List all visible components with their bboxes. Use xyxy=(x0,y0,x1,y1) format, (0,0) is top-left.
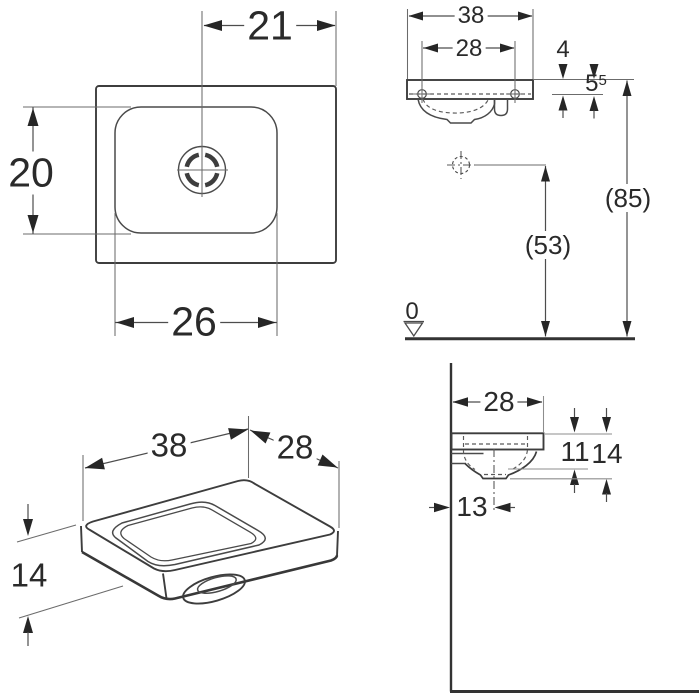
overflow-tab xyxy=(493,99,509,117)
dim-28-perspective xyxy=(249,429,340,528)
dim-label-85: (85) xyxy=(601,184,655,212)
dim-label-20: 20 xyxy=(5,151,57,195)
dim-label-5-5: 55 xyxy=(585,72,607,96)
bowl-outline xyxy=(114,106,278,234)
counter-outline xyxy=(95,85,337,264)
dim-label-38-front: 38 xyxy=(454,3,488,29)
rim-side-outline xyxy=(450,432,545,451)
dim-label-14-side: 14 xyxy=(591,438,623,469)
dim-label-28-side: 28 xyxy=(480,387,518,417)
floor-datum-icon xyxy=(403,320,424,338)
dim-5-sup: 5 xyxy=(598,72,607,89)
dim-label-4: 4 xyxy=(556,36,570,63)
mounting-bracket xyxy=(451,452,484,465)
top-face-outline xyxy=(85,479,335,573)
dim-label-38-perspective: 38 xyxy=(147,427,191,463)
fixing-hole-right-icon xyxy=(506,85,524,103)
dim-14-perspective xyxy=(16,504,124,646)
dim-label-53: (53) xyxy=(521,231,575,259)
bowl-underside xyxy=(464,451,538,480)
dim-label-14-perspective: 14 xyxy=(10,556,48,594)
front-elevation xyxy=(403,9,635,341)
rim-outline xyxy=(406,79,534,100)
dim-4-and-5 xyxy=(533,64,634,119)
dim-13 xyxy=(429,502,515,513)
dim-label-13: 13 xyxy=(456,491,488,522)
fixing-hole-left-icon xyxy=(413,85,431,103)
top-view xyxy=(23,11,337,336)
dim-11 xyxy=(508,408,612,493)
dim-label-21: 21 xyxy=(244,4,296,48)
dim-label-28-front: 28 xyxy=(452,36,486,62)
bowl-profile xyxy=(417,98,496,124)
dim-5-main: 5 xyxy=(585,70,599,97)
dim-label-26: 26 xyxy=(168,300,220,344)
dim-label-28-perspective: 28 xyxy=(273,429,317,465)
floor-datum-label: 0 xyxy=(405,298,419,325)
dim-14-side xyxy=(510,408,612,502)
dim-label-11: 11 xyxy=(560,436,590,467)
trap-connection-icon xyxy=(447,151,546,179)
drain-dome-icon xyxy=(182,573,246,605)
bowl-top-edge xyxy=(111,501,266,567)
side-section xyxy=(429,363,699,693)
